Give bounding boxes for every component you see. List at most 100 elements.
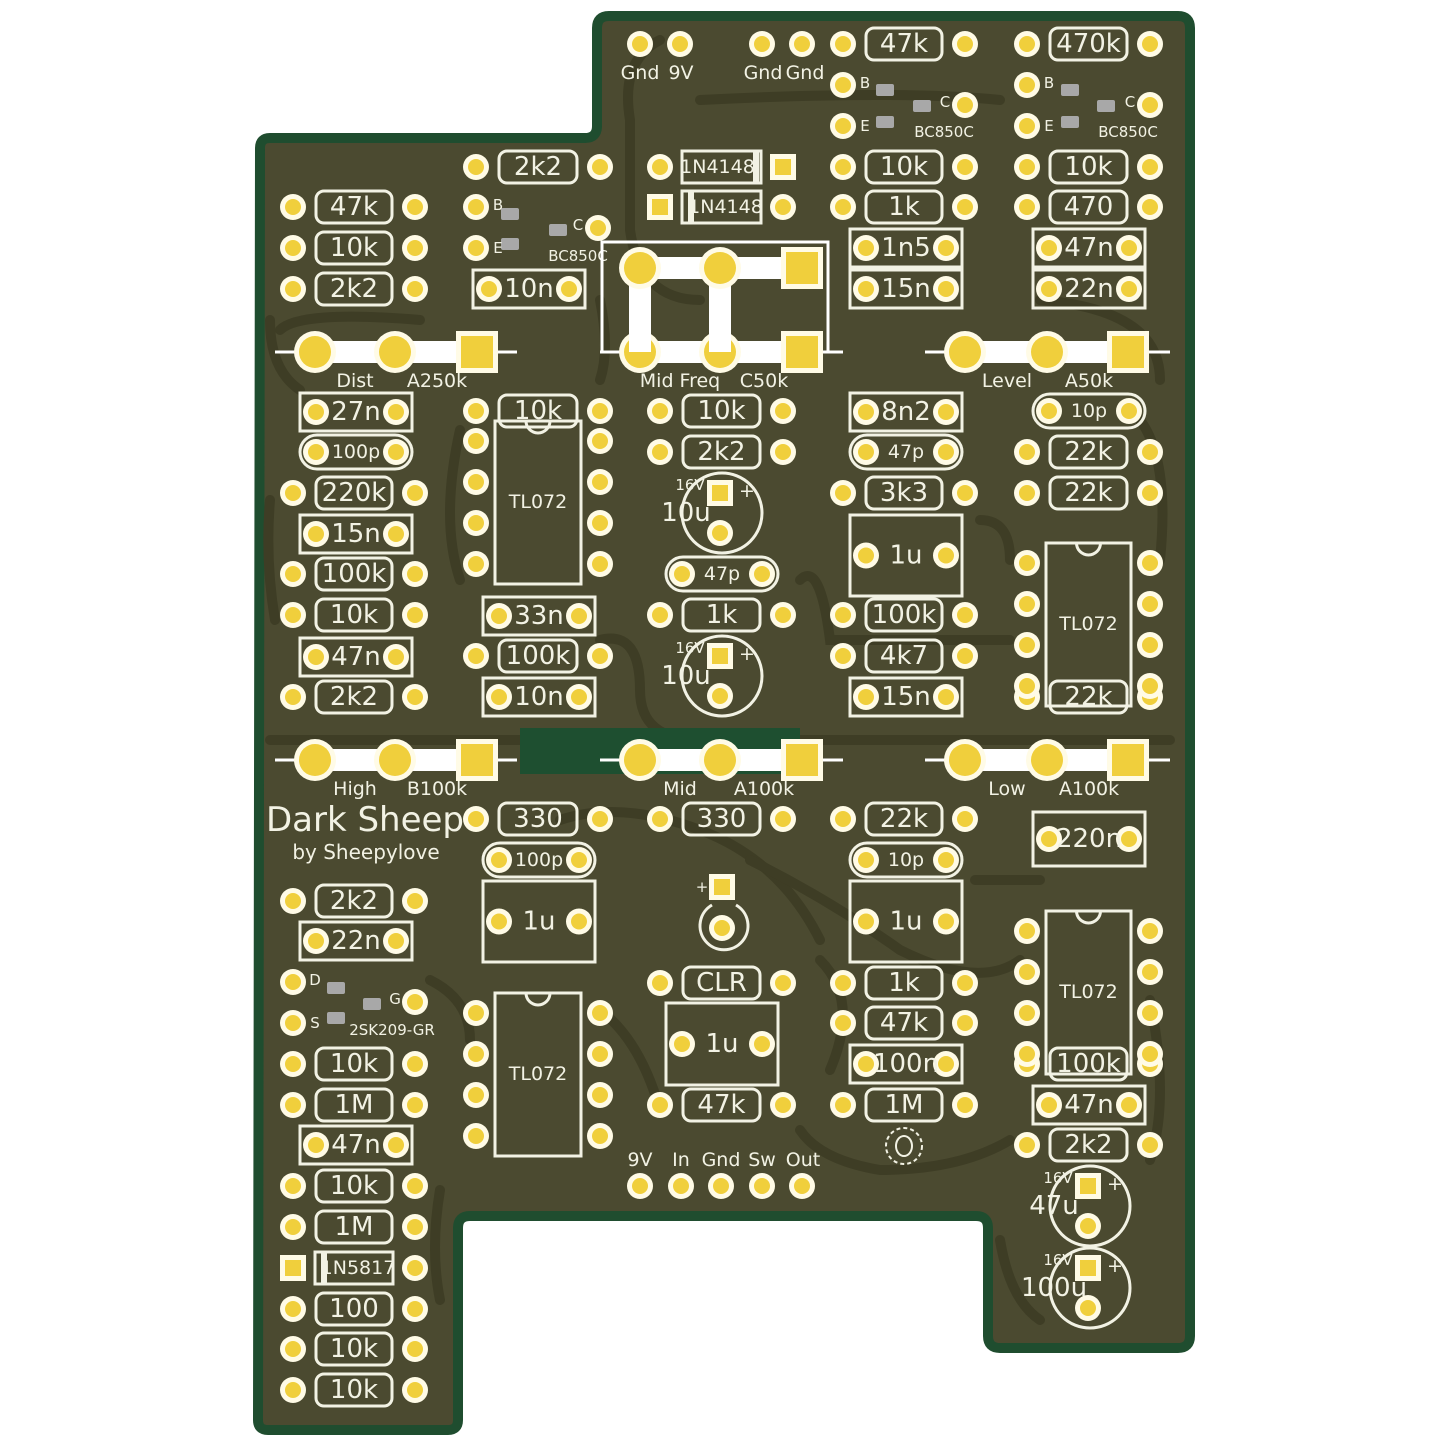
film-cap-f4: 1u: [664, 1001, 780, 1087]
capacitor-pad: [858, 689, 874, 705]
header-label: Gnd: [621, 62, 660, 84]
resistor-value: 1M: [335, 1090, 374, 1120]
smd-pad: [327, 982, 345, 994]
ic-pin: [1142, 555, 1158, 571]
ceramic-cap-cc6: 10p: [848, 841, 964, 879]
resistor-pad: [1019, 159, 1035, 175]
resistor-pad: [835, 159, 851, 175]
capacitor-pad: [308, 933, 324, 949]
smd-pad: [1097, 100, 1115, 112]
resistor-pad: [835, 975, 851, 991]
ic-pin: [1142, 596, 1158, 612]
ic-pin: [1019, 923, 1035, 939]
ic-pin: [1142, 964, 1158, 980]
electrolytic-outline: [680, 634, 764, 718]
pot-pad: [379, 744, 411, 776]
resistor-pad: [775, 607, 791, 623]
resistor-pad: [468, 811, 484, 827]
pot-name: Mid: [663, 778, 697, 800]
pot-bridge: [709, 268, 731, 352]
resistor-pad: [1142, 36, 1158, 52]
pot-value: A100k: [1059, 778, 1119, 800]
header-pad: [673, 1178, 689, 1194]
resistor-pad: [285, 1056, 301, 1072]
capacitor-pad: [1121, 831, 1137, 847]
resistor-body: [497, 393, 579, 429]
pin-label: S: [310, 1014, 320, 1032]
led-outline: [698, 903, 750, 952]
pot-pad: [1112, 744, 1144, 776]
header-pin-bottom: In: [668, 1149, 694, 1199]
film-cap-f2: 1u: [481, 879, 597, 964]
ic-pin: [1019, 596, 1035, 612]
led-pad-minus: [714, 920, 730, 936]
polarity-mark: +: [696, 878, 709, 896]
capacitor-pad: [561, 281, 577, 297]
capacitor-pad: [858, 281, 874, 297]
resistor-body: [314, 1372, 394, 1408]
ceramic-value: 10p: [888, 849, 924, 871]
ceramic-pad: [938, 444, 954, 460]
polarity-mark: +: [739, 643, 755, 665]
part-label: BC850C: [1098, 123, 1158, 141]
diode-pad: [652, 199, 668, 215]
capacitor-outline: [471, 268, 587, 310]
resistor-pad: [468, 648, 484, 664]
resistor-value: 10k: [330, 1049, 378, 1079]
capacitor-pad: [388, 404, 404, 420]
resistor-pad: [407, 1301, 423, 1317]
electrolytic-voltage: 16V: [675, 476, 705, 494]
diode-value: 1N4148: [680, 156, 755, 178]
diode-pad: [775, 199, 791, 215]
pin-label: B: [1044, 74, 1054, 92]
resistor-pad: [835, 811, 851, 827]
pot-bridge: [629, 268, 651, 352]
ic-pin: [1142, 1005, 1158, 1021]
resistor-r21: 100k: [830, 597, 978, 633]
capacitor-value: 15n: [881, 682, 931, 712]
resistor-pad: [775, 811, 791, 827]
film-pad: [571, 913, 587, 930]
resistor-pad: [957, 159, 973, 175]
capacitor-outline: [298, 636, 414, 678]
capacitor-c15: 100n: [848, 1043, 964, 1085]
resistor-pad: [285, 1382, 301, 1398]
capacitor-pad: [858, 1056, 874, 1072]
electrolytic-pad-plus: [1080, 1260, 1096, 1276]
diode-value: 1N4148: [688, 196, 763, 218]
resistor-pad: [652, 975, 668, 991]
resistor-value: 47k: [880, 29, 928, 59]
resistor-r36: 47k: [647, 1087, 796, 1123]
resistor-pad: [652, 607, 668, 623]
capacitor-value: 47n: [331, 1130, 381, 1160]
pot-pad: [624, 744, 656, 776]
pin-label: E: [493, 239, 502, 257]
resistor-r3: 2k2: [463, 149, 613, 185]
resistor-body: [497, 149, 579, 185]
electrolytic-outline: [1048, 1246, 1132, 1330]
capacitor-c13: 220n: [1031, 810, 1147, 868]
capacitor-pad: [571, 689, 587, 705]
ceramic-cap-cc2: 100p: [298, 433, 414, 471]
smd-pad: [501, 238, 519, 250]
film-pad: [858, 913, 874, 930]
resistor-r37: 1M: [830, 1087, 978, 1123]
transistor-pad: [285, 974, 301, 990]
capacitor-pad: [571, 608, 587, 624]
film-pad: [858, 547, 874, 564]
electrolytic-voltage: 16V: [1043, 1169, 1073, 1187]
ic-pin: [592, 433, 608, 449]
diode-d1: 1N4148: [647, 149, 796, 185]
film-pad: [938, 913, 954, 930]
resistor-body: [314, 475, 394, 511]
resistor-value: 470: [1064, 192, 1114, 222]
capacitor-c12: 15n: [848, 676, 964, 718]
pot-pad: [299, 336, 331, 368]
resistor-value: 1M: [885, 1090, 924, 1120]
resistor-r32: 47k: [830, 1005, 978, 1041]
ceramic-outline: [848, 433, 964, 471]
film-pad: [938, 547, 954, 564]
smd-pad: [327, 1012, 345, 1024]
